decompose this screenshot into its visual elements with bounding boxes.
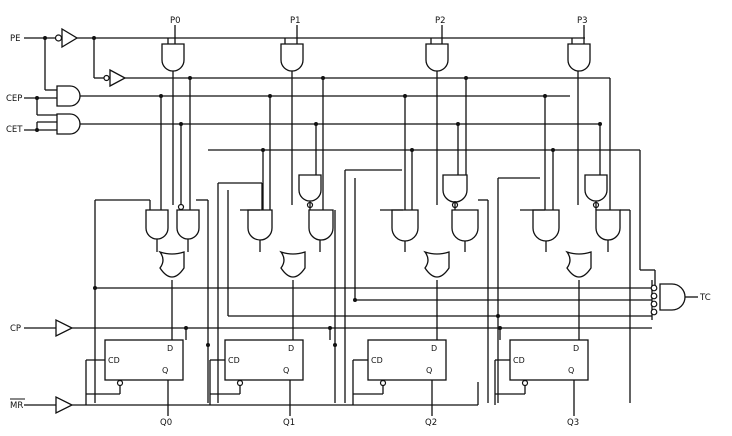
cp-input-label: CP	[10, 324, 21, 334]
p2-input-label: P2	[435, 16, 446, 26]
ff0-d-pin: D	[167, 344, 173, 353]
ff1-cd-pin: CD	[228, 356, 240, 365]
p0-and-gate	[161, 43, 185, 72]
stage3-toggle-gate	[584, 174, 608, 202]
p1-input-label: P1	[290, 16, 301, 26]
ff3-q-pin: Q	[568, 366, 574, 375]
ff1-d-pin: D	[288, 344, 294, 353]
ff1-q-pin: Q	[283, 366, 289, 375]
q1-output-label: Q1	[283, 418, 295, 428]
stage2-toggle-gate	[442, 174, 468, 203]
pe-input-label: PE	[10, 34, 21, 44]
pe-buffer-gate	[109, 68, 127, 88]
pe-inverter-gate	[61, 27, 79, 49]
ff3-d-pin: D	[573, 344, 579, 353]
mr-input-label: MR	[10, 401, 23, 411]
stage3-or-gate	[565, 250, 592, 278]
stage-3: CD D Q	[494, 25, 631, 416]
feedback-buses	[95, 148, 656, 340]
ff3-cd-pin: CD	[513, 356, 525, 365]
mr-buffer-gate	[55, 395, 74, 415]
q2-output-label: Q2	[425, 418, 437, 428]
stage-1: CD D Q	[209, 25, 337, 416]
ff0-cd-pin: CD	[108, 356, 120, 365]
flipflop-1	[224, 339, 304, 381]
ff2-cd-pin: CD	[371, 356, 383, 365]
stage-2: CD D Q	[344, 25, 489, 416]
tc-output-gate	[650, 280, 698, 320]
stage1-and-gate-a	[247, 209, 273, 241]
tc-output-label: TC	[699, 293, 711, 303]
cet-input-label: CET	[6, 125, 23, 135]
stage2-and-gate-a	[391, 209, 419, 242]
control-logic	[24, 27, 610, 135]
q3-output-label: Q3	[567, 418, 579, 428]
stage1-toggle-gate	[298, 174, 322, 202]
stage2-and-gate-b	[451, 209, 479, 242]
ff0-q-pin: Q	[162, 366, 168, 375]
ff2-q-pin: Q	[426, 366, 432, 375]
p3-and-gate	[567, 43, 591, 72]
stage3-and-gate-a	[532, 209, 560, 242]
flipflop-2	[367, 339, 447, 381]
p3-input-label: P3	[577, 16, 588, 26]
ff2-d-pin: D	[431, 344, 437, 353]
p1-and-gate	[280, 43, 304, 72]
stage-0: CD D Q	[85, 25, 210, 416]
stage3-and-gate-b	[595, 209, 621, 241]
stage0-and-gate-a	[145, 209, 169, 240]
cp-buffer-gate	[55, 318, 74, 338]
cep-and-gate	[56, 85, 81, 107]
p0-input-label: P0	[170, 16, 181, 26]
q0-output-label: Q0	[160, 418, 172, 428]
cep-input-label: CEP	[6, 94, 22, 104]
flipflop-3	[509, 339, 589, 381]
cet-and-gate	[56, 113, 81, 135]
stage2-or-gate	[423, 250, 450, 278]
stage0-or-gate	[158, 250, 185, 278]
clock-reset-logic	[24, 318, 500, 415]
stage1-or-gate	[279, 250, 306, 278]
stage1-and-gate-b	[308, 209, 334, 241]
stage0-and-gate-b	[176, 209, 200, 240]
p2-and-gate	[425, 43, 449, 72]
